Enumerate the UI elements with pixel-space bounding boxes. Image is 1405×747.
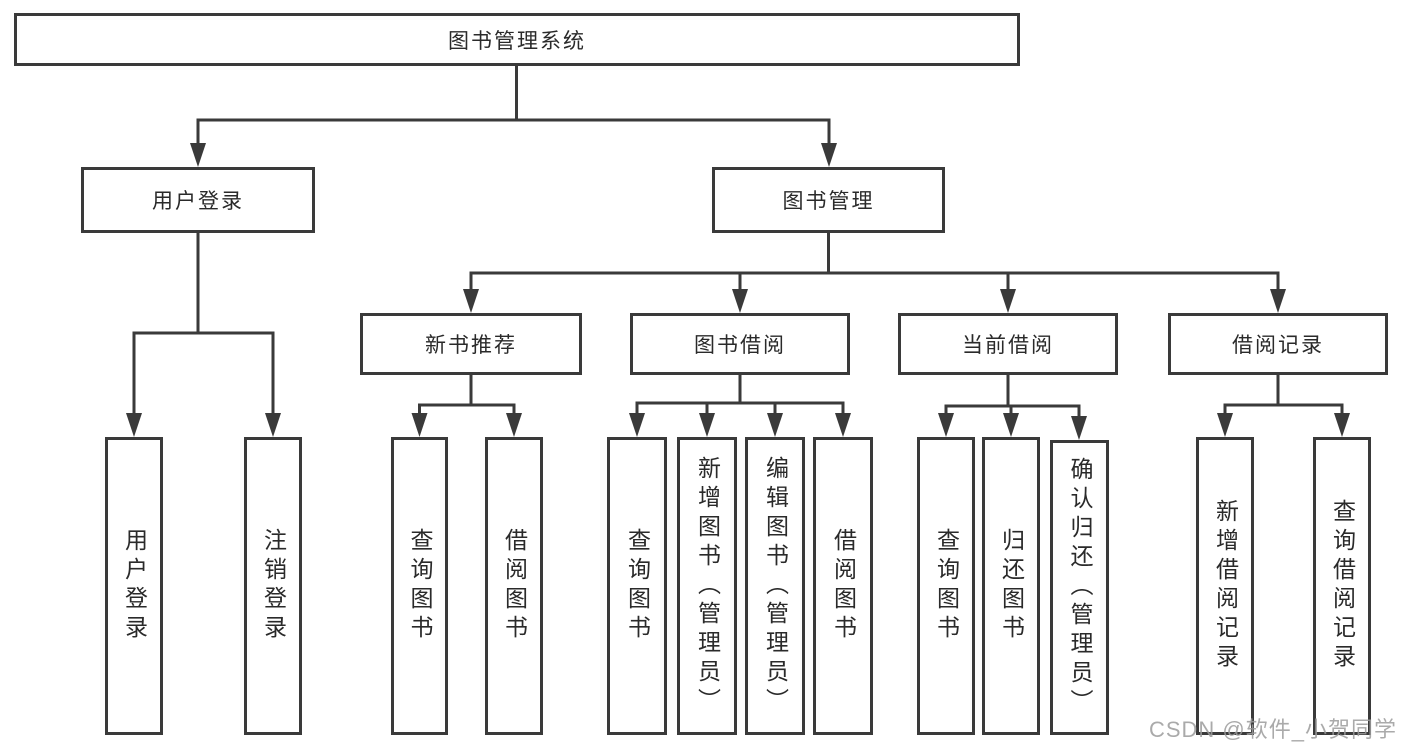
leaf-label: 新增图书（管理员） (694, 455, 721, 717)
arrowhead-down (1071, 416, 1087, 440)
arrowhead-down (1000, 289, 1016, 313)
arrowhead-down (732, 289, 748, 313)
leaf-return-books: 归还图书 (982, 437, 1040, 735)
node-book-borrowing: 图书借阅 (630, 313, 850, 375)
node-book-management: 图书管理 (712, 167, 945, 233)
leaf-label: 新增借阅记录 (1212, 499, 1239, 673)
node-current-borrowing: 当前借阅 (898, 313, 1118, 375)
connector-current-borrow-to-leaves (938, 375, 1087, 440)
arrowhead-down (699, 413, 715, 437)
leaf-add-books-admin: 新增图书（管理员） (677, 437, 737, 735)
node-label: 当前借阅 (962, 334, 1054, 357)
leaf-query-books-recommend: 查询图书 (391, 437, 448, 735)
arrowhead-down (835, 413, 851, 437)
leaf-label: 注销登录 (260, 528, 287, 644)
leaf-add-borrow-record: 新增借阅记录 (1196, 437, 1254, 735)
arrowhead-down (265, 413, 281, 437)
leaf-label: 查询图书 (407, 528, 433, 644)
leaf-label: 查询图书 (933, 528, 960, 644)
leaf-query-borrow-record: 查询借阅记录 (1313, 437, 1371, 735)
arrowhead-down (938, 413, 954, 437)
leaf-label: 确认归还（管理员） (1067, 457, 1093, 718)
arrowhead-down (1334, 413, 1350, 437)
arrowhead-down (463, 289, 479, 313)
leaf-label: 查询借阅记录 (1329, 499, 1356, 673)
leaf-confirm-return-admin: 确认归还（管理员） (1050, 440, 1109, 735)
leaf-edit-books-admin: 编辑图书（管理员） (745, 437, 805, 735)
node-borrow-records: 借阅记录 (1168, 313, 1388, 375)
node-label: 用户登录 (152, 190, 244, 213)
connector-book-mgmt-to-level3 (463, 231, 1286, 313)
connector-new-book-rec-to-leaves (411, 375, 522, 437)
node-new-book-recommend: 新书推荐 (360, 313, 582, 375)
connector-user-login-to-leaves (126, 231, 281, 437)
node-label: 借阅记录 (1232, 334, 1324, 357)
leaf-borrow-books-recommend: 借阅图书 (485, 437, 543, 735)
leaf-label: 编辑图书（管理员） (762, 455, 789, 717)
leaf-query-books-current: 查询图书 (917, 437, 975, 735)
node-root-system: 图书管理系统 (14, 13, 1020, 66)
connector-borrow-records-to-leaves (1217, 375, 1350, 437)
arrowhead-down (506, 413, 522, 437)
leaf-label: 查询图书 (624, 528, 651, 644)
leaf-label: 借阅图书 (501, 528, 528, 644)
arrowhead-down (1003, 413, 1019, 437)
node-user-login: 用户登录 (81, 167, 315, 233)
leaf-borrow-books-borrowing: 借阅图书 (813, 437, 873, 735)
leaf-label: 用户登录 (121, 528, 148, 644)
connector-root-to-level2 (190, 64, 837, 167)
node-label: 图书管理系统 (448, 29, 586, 53)
leaf-label: 归还图书 (998, 528, 1025, 644)
connector-book-borrow-to-leaves (629, 375, 851, 437)
leaf-logout: 注销登录 (244, 437, 302, 735)
node-label: 新书推荐 (425, 334, 517, 357)
arrowhead-down (1217, 413, 1233, 437)
leaf-label: 借阅图书 (830, 528, 857, 644)
csdn-watermark: CSDN @软件_小贺同学 (1148, 717, 1397, 742)
arrowhead-down (190, 143, 206, 167)
leaf-query-books-borrowing: 查询图书 (607, 437, 667, 735)
arrowhead-down (411, 413, 428, 437)
arrowhead-down (126, 413, 142, 437)
arrowhead-down (767, 413, 783, 437)
arrowhead-down (629, 413, 645, 437)
leaf-user-login: 用户登录 (105, 437, 163, 735)
node-label: 图书管理 (782, 190, 875, 213)
arrowhead-down (821, 143, 837, 167)
arrowhead-down (1270, 289, 1286, 313)
node-label: 图书借阅 (694, 334, 786, 357)
